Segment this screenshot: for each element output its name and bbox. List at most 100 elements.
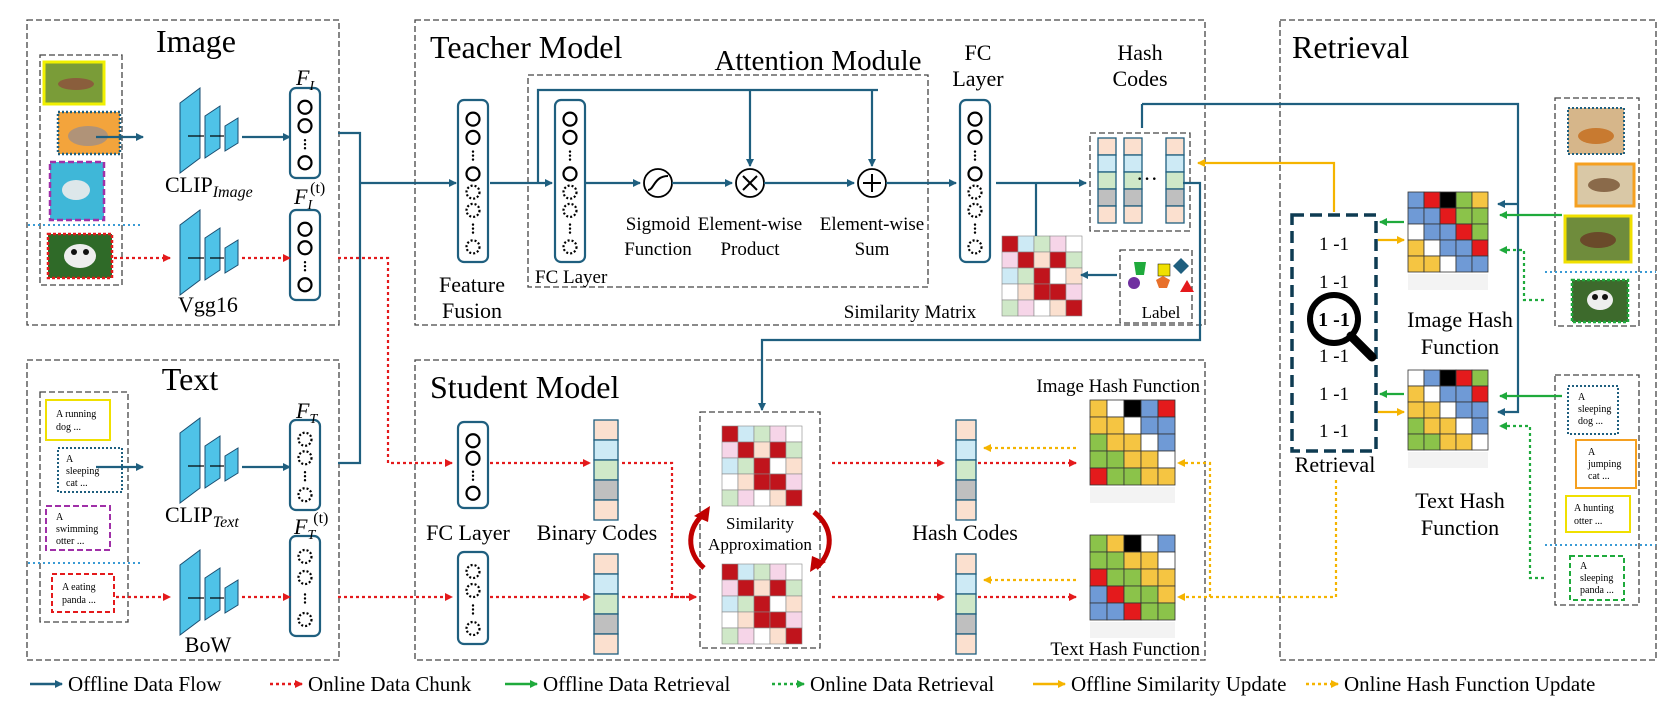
image-panel-title: Image (156, 23, 236, 59)
image-thumbnails (28, 60, 140, 280)
offline-flow-arrows (96, 88, 1520, 471)
hash-code-bar-3 (1165, 137, 1185, 224)
vgg16-label: Vgg16 (178, 292, 238, 317)
legend-item: Offline Data Retrieval (505, 672, 731, 696)
elementwise-product-label-1: Element-wise (698, 214, 802, 235)
feature-fusion-column (456, 98, 490, 264)
clip-text-encoder (179, 417, 239, 504)
legend-label: Offline Similarity Update (1071, 672, 1286, 696)
clip-text-label: CLIPText (165, 502, 239, 531)
sim-approx-label-1: Similarity (726, 514, 795, 533)
text-card-line: panda ... (62, 595, 96, 606)
feature-column-ft (288, 418, 322, 512)
text-card-sleeping-cat: A sleeping cat ... (57, 447, 123, 493)
text-card-line: A running (56, 409, 96, 420)
feature-fusion-label-2: Fusion (442, 298, 502, 323)
retrieval-text-jumping-cat: A jumping cat ... (1575, 439, 1637, 489)
legend-label: Online Hash Function Update (1344, 672, 1595, 696)
teacher-fc-label-1: FC (965, 40, 992, 65)
teacher-hash-label-2: Codes (1113, 66, 1168, 91)
retrieval-otter-image (1563, 214, 1633, 264)
text-card-line: cat ... (66, 478, 88, 489)
magnifier-icon (1307, 292, 1377, 362)
teacher-hash-codes (1097, 137, 1185, 224)
hash-code-bar-2 (1123, 137, 1143, 224)
legend-item: Online Data Retrieval (772, 672, 994, 696)
feature-column-fit (288, 208, 322, 302)
attention-module-title: Attention Module (714, 45, 921, 77)
retrieval-image-hash-label-1: Image Hash (1407, 307, 1513, 332)
student-fc-column-image (456, 420, 490, 510)
feature-ftt-label: FT(t) (293, 510, 328, 543)
text-card-line: A (66, 454, 74, 465)
attention-fc-column (553, 98, 587, 264)
retrieval-panel (1279, 19, 1657, 661)
retrieval-text-hunting-otter: A hunting otter ... (1565, 495, 1631, 533)
encoders (179, 87, 239, 636)
elementwise-product-label-2: Product (720, 239, 780, 260)
retrieval-text-hash-matrix (1407, 369, 1489, 468)
similarity-matrix-label: Similarity Matrix (844, 302, 977, 323)
online-hash-update-arrows (983, 444, 1338, 601)
plus-icon (857, 168, 887, 198)
student-fc-layer-label: FC Layer (426, 520, 510, 545)
retrieval-panel-title: Retrieval (1292, 29, 1409, 65)
feature-fi-label: FI (295, 65, 315, 94)
clip-image-encoder (179, 87, 239, 174)
text-card-line: panda ... (1580, 585, 1614, 596)
legend-item: Offline Similarity Update (1033, 672, 1286, 696)
clip-image-label: CLIPImage (165, 172, 253, 201)
retrieval-cat-image (1574, 162, 1636, 208)
label-text: Label (1142, 303, 1181, 322)
sigmoid-icon (643, 168, 673, 198)
legend-item: Online Data Chunk (270, 672, 472, 696)
student-text-hash-function-label: Text Hash Function (1050, 639, 1200, 660)
text-card-line: sleeping (66, 466, 99, 477)
legend-item: Online Hash Function Update (1306, 672, 1595, 696)
retrieval-image-group (1554, 97, 1640, 327)
teacher-panel-title: Teacher Model (430, 29, 622, 65)
text-card-line: A (1588, 447, 1596, 458)
student-panel (414, 359, 1206, 661)
retrieval-code-6: 1 -1 (1319, 421, 1349, 442)
student-fc-column-text (456, 550, 490, 646)
teacher-fc-column (958, 98, 992, 264)
feature-ft-label: FT (295, 398, 318, 427)
text-card-line: A (1580, 561, 1588, 572)
text-card-line: otter ... (56, 536, 84, 547)
legend-label: Online Data Retrieval (810, 672, 994, 696)
dog-image (42, 60, 106, 106)
retrieval-text-sleeping-panda: A sleeping panda ... (1569, 555, 1625, 601)
text-card-eating-panda: A eating panda ... (51, 573, 115, 613)
legend-label: Offline Data Flow (68, 672, 222, 696)
student-image-hash-matrix (1089, 399, 1176, 503)
binary-code-bar-text (593, 553, 619, 655)
retrieval-code-2: 1 -1 (1319, 272, 1349, 293)
text-card-line: A (56, 512, 64, 523)
sigmoid-label-2: Function (624, 239, 692, 260)
student-columns (456, 419, 977, 655)
bow-encoder (179, 549, 239, 636)
label-group (1119, 249, 1193, 324)
text-card-group (39, 391, 129, 623)
label-shapes (1128, 258, 1194, 292)
retrieval-text-hash-label-1: Text Hash (1415, 488, 1505, 513)
text-card-line: dog ... (56, 422, 81, 433)
image-panel (26, 19, 340, 326)
legend-label: Offline Data Retrieval (543, 672, 731, 696)
student-similarity-matrix-top (721, 425, 803, 507)
student-panel-title: Student Model (430, 369, 619, 405)
text-panel-title: Text (162, 361, 219, 397)
teacher-fc-label-2: Layer (952, 66, 1004, 91)
student-image-hash-function-label: Image Hash Function (1036, 376, 1200, 397)
retrieval-images (1545, 107, 1656, 324)
otter-image (48, 160, 106, 222)
teacher-panel (414, 19, 1206, 326)
similarity-matrix (1001, 235, 1083, 317)
text-panel (26, 359, 340, 661)
attention-module-box (527, 74, 929, 288)
online-data-arrows (114, 254, 1077, 601)
text-card-line: dog ... (1578, 416, 1603, 427)
retrieval-arrows (1379, 211, 1562, 580)
